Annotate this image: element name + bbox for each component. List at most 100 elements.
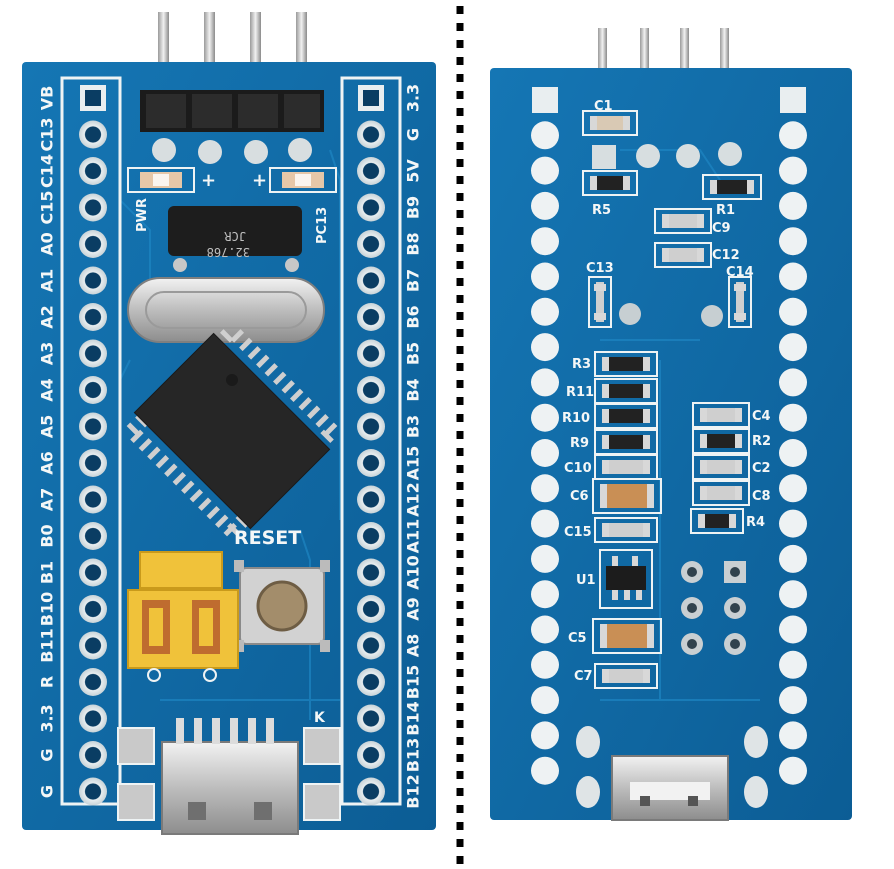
pin-pad [779,615,807,644]
pin-pad [79,777,107,806]
pin-pad [79,266,107,295]
pin-pad [779,580,807,609]
pin-pad [531,368,559,397]
component-label: R10 [562,411,590,426]
pin-pad [357,449,385,477]
component-label: C4 [752,409,771,424]
smd-component [602,409,650,423]
component-label: C13 [586,261,614,276]
pin-pad [357,230,385,258]
pin-pad [79,339,107,368]
pin-pad [79,303,107,331]
left-pin-label: A5 [38,415,57,439]
pin-pad [357,704,385,733]
left-pin-label: A6 [38,451,57,475]
boot-jumpers[interactable] [127,551,239,682]
pin-pad [79,157,107,185]
smd-component [600,624,654,648]
smd-component [596,282,604,322]
smd-component [602,435,650,449]
header-pins-top [158,12,307,96]
left-pin-label: R [38,676,57,688]
header-pins-back [598,28,729,70]
pin-pad [79,741,107,769]
smd-component [602,460,650,474]
component-label: C7 [574,669,593,684]
pin-pad [79,522,107,550]
pin-pad [79,631,107,660]
pc13-label: PC13 [315,207,330,244]
pin-pad [531,721,559,750]
rtc-crystal: 32.768 JCR [168,206,302,272]
pin-pad [79,558,107,587]
crystal-marking-2: JCR [224,229,246,243]
smd-component [662,214,704,228]
smd-component [700,408,742,422]
left-pin-label: B10 [38,592,57,626]
pin-pad [779,121,807,150]
right-pin-label: B5 [404,342,423,365]
pin-pad [357,303,385,331]
smd-component [602,523,650,537]
u1-regulator [599,549,653,609]
smd-component [662,248,704,262]
pin-pad [531,156,559,185]
pin-pad [531,544,559,573]
left-pin-label: A1 [38,269,57,293]
pin-pad [779,368,807,397]
right-pin-label: G [404,128,423,141]
left-pin-label: 3.3 [38,704,57,732]
pin-pad [357,558,385,587]
pin-pad [357,668,385,696]
swd-header [140,90,324,164]
pin-pad [357,157,385,185]
component-label: R1 [716,203,735,218]
component-label: C8 [752,489,771,504]
left-pin-label: A2 [38,305,57,329]
component-label: U1 [576,573,596,588]
header-holes-back [592,142,742,169]
mcu-chip [126,329,338,537]
pin-pad [779,403,807,432]
pin-pad [779,721,807,750]
pin-pad [357,193,385,222]
pin-pad [531,262,559,291]
smd-component [602,384,650,398]
component-label: C10 [564,461,592,476]
right-pin-label: B3 [404,415,423,438]
pin-pad [531,333,559,362]
pin-pad [779,509,807,538]
pin-pad-square [780,87,806,113]
smd-component [602,669,650,683]
pin-pad [779,333,807,362]
right-pin-label: B6 [404,305,423,328]
pin-pad [779,262,807,291]
pin-pad [79,412,107,441]
component-label: R5 [592,203,611,218]
pin-pad [779,650,807,679]
back-pcb [490,68,852,820]
right-pin-label: B15 [404,665,423,699]
smd-component [590,176,630,190]
usb-connector-front [117,718,341,835]
reset-button[interactable] [234,560,330,652]
pin-pad [531,439,559,467]
pin-pad [531,615,559,644]
left-pin-label: VB [38,86,57,111]
pin-pad [79,595,107,623]
right-pin-label: A11 [404,519,423,554]
front-left-pin-labels: VBC13C14C15A0A1A2A3A4A5A6A7B0B1B10B11R3.… [38,86,57,798]
pin-pad [531,297,559,326]
left-pin-label: G [38,748,57,761]
component-label: C14 [726,265,754,280]
pin-pad [531,580,559,609]
pin-pad [779,156,807,185]
right-pin-label: B7 [404,269,423,292]
smd-component [700,434,742,448]
right-pin-label: B9 [404,196,423,219]
right-pin-label: B12 [404,774,423,808]
pin-pad [779,544,807,573]
